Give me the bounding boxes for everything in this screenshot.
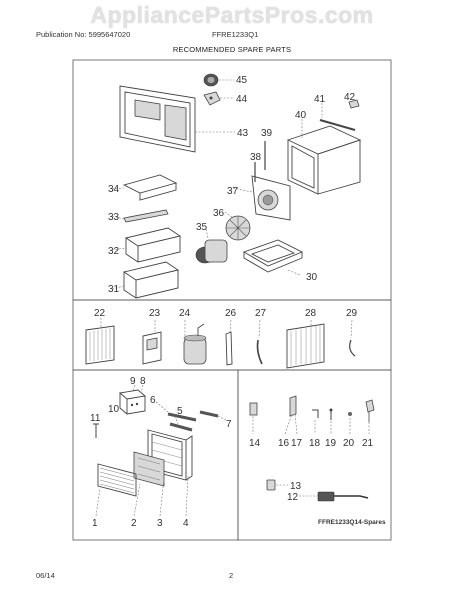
callout-17: 17 [291, 438, 303, 449]
part-43-frame-panel [119, 85, 235, 153]
callout-23: 23 [149, 308, 161, 319]
page-title: RECOMMENDED SPARE PARTS [172, 45, 292, 54]
callout-39: 39 [261, 128, 273, 139]
callout-10: 10 [108, 404, 120, 415]
callout-45: 45 [236, 75, 248, 86]
part-31-base-tray [111, 261, 180, 299]
callout-27: 27 [255, 308, 267, 319]
publication-number: Publication No: 5995647020 [36, 30, 131, 39]
callout-41: 41 [314, 94, 326, 105]
part-6-heater [155, 401, 197, 422]
callout-3: 3 [157, 518, 163, 529]
callout-43: 43 [237, 128, 249, 139]
part-21-sensor [365, 399, 375, 434]
part-35-motor [195, 228, 228, 264]
callout-30: 30 [306, 272, 318, 283]
footer-date: 06/14 [36, 571, 55, 580]
callout-40: 40 [295, 110, 307, 121]
callout-12: 12 [287, 492, 299, 503]
callout-11: 11 [90, 413, 101, 424]
callout-14: 14 [249, 438, 261, 449]
callout-5: 5 [177, 406, 183, 417]
callout-37: 37 [227, 186, 239, 197]
part-42-clip [348, 99, 360, 109]
callout-42: 42 [344, 92, 356, 103]
part-45-coil [203, 73, 234, 87]
part-28-condenser [286, 320, 325, 369]
part-5-element [169, 415, 193, 432]
callout-29: 29 [346, 308, 358, 319]
part-1-louver [97, 463, 137, 497]
callout-35: 35 [196, 222, 208, 233]
part-27-tube [256, 319, 263, 365]
part-19-screw [329, 408, 333, 434]
callout-34: 34 [108, 184, 120, 195]
callout-22: 22 [94, 308, 106, 319]
part-26-tube [225, 319, 233, 366]
part-12-power-cord [299, 491, 369, 502]
callout-6: 6 [150, 395, 156, 406]
part-37-blower-housing [232, 175, 291, 221]
callout-18: 18 [309, 438, 321, 449]
callout-32: 32 [108, 246, 120, 257]
part-34-bracket [111, 174, 178, 201]
callout-21: 21 [362, 438, 374, 449]
part-8-9-10-control [118, 384, 147, 415]
part-16-17-bracket [284, 395, 298, 435]
part-22-evaporator [85, 318, 115, 365]
site-watermark: AppliancePartsPros.com [90, 2, 374, 28]
part-18-clip [312, 409, 319, 434]
callout-31: 31 [108, 284, 120, 295]
callout-33: 33 [108, 212, 120, 223]
diagram-code: FFRE1233Q14-Spares [318, 519, 386, 526]
part-2-filter [133, 451, 165, 487]
model-number: FFRE1233Q1 [212, 30, 259, 39]
callout-2: 2 [131, 518, 137, 529]
part-14-switch [249, 402, 258, 434]
callout-1: 1 [92, 518, 98, 529]
part-41-rod [319, 103, 356, 131]
callout-4: 4 [183, 518, 189, 529]
part-36-fan [224, 211, 251, 241]
callout-8: 8 [140, 376, 146, 387]
callout-7: 7 [226, 419, 232, 430]
part-7-element [199, 410, 227, 421]
part-20-fastener [348, 412, 352, 434]
part-11-screw [93, 423, 99, 438]
part-29-clip [349, 319, 356, 357]
part-32-duct [111, 227, 182, 263]
part-23-bracket [142, 320, 162, 365]
callout-44: 44 [236, 94, 248, 105]
callout-38: 38 [250, 152, 262, 163]
callout-13: 13 [290, 481, 302, 492]
callout-36: 36 [213, 208, 225, 219]
part-33-strip [111, 209, 169, 223]
callout-26: 26 [225, 308, 237, 319]
callout-28: 28 [305, 308, 317, 319]
callout-16: 16 [278, 438, 290, 449]
callout-19: 19 [325, 438, 337, 449]
part-44-bracket [203, 91, 234, 106]
part-24-compressor [183, 320, 207, 365]
callout-20: 20 [343, 438, 355, 449]
part-40-cabinet [286, 119, 362, 195]
footer-page-number: 2 [229, 571, 234, 580]
part-13-plug [266, 479, 288, 491]
callout-24: 24 [179, 308, 191, 319]
callout-9: 9 [130, 376, 136, 387]
bottom-right-section-frame [237, 369, 392, 541]
part-30-base-pan [242, 239, 304, 276]
